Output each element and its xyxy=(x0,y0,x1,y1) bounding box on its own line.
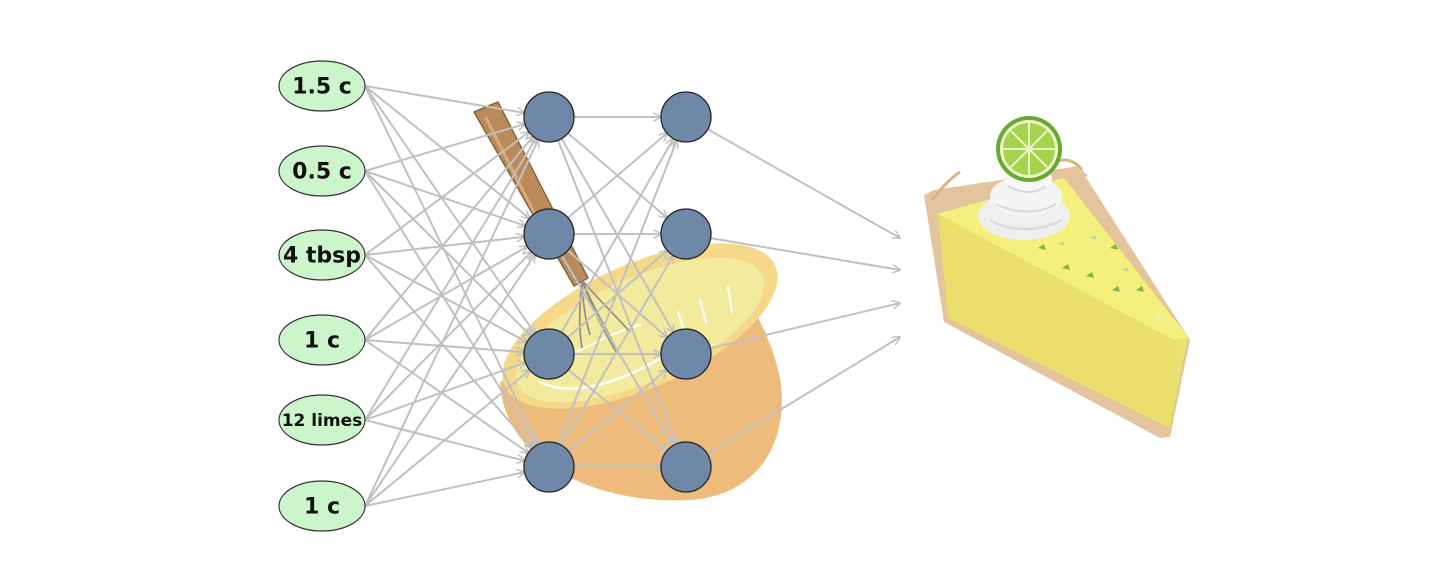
edge-input-5-to-hidden1-2 xyxy=(364,370,530,507)
edge-input-3-to-hidden1-0 xyxy=(364,136,533,341)
edge-input-2-to-hidden1-1 xyxy=(364,237,524,256)
hidden2-node-1 xyxy=(660,208,712,260)
edge-input-4-to-hidden1-1 xyxy=(364,252,531,421)
edge-input-5-to-hidden1-1 xyxy=(364,255,535,507)
edge-input-3-to-hidden1-3 xyxy=(364,339,528,453)
key-lime-pie-icon xyxy=(924,116,1190,438)
input-layer: 1.5 c 0.5 c 4 tbsp 1 c 12 limes 1 c xyxy=(278,60,366,532)
edge-hidden1-2-to-hidden2-0 xyxy=(560,139,674,333)
input-node-2: 4 tbsp xyxy=(278,229,366,281)
edge-input-4-to-hidden1-2 xyxy=(364,362,525,421)
input-label: 1.5 c xyxy=(292,75,352,100)
hidden2-node-3 xyxy=(660,441,712,493)
lime-zest-decoration xyxy=(1038,235,1162,318)
edge-input-2-to-hidden1-2 xyxy=(364,254,527,342)
edge-input-3-to-hidden1-1 xyxy=(364,246,527,341)
input-node-0: 1.5 c xyxy=(278,60,366,112)
edge-input-0-to-hidden1-0 xyxy=(364,85,524,113)
input-node-shape xyxy=(278,229,366,281)
hidden1-node-2 xyxy=(523,328,575,380)
input-label: 1 c xyxy=(304,329,340,354)
hidden1-node-1 xyxy=(523,208,575,260)
input-label: 12 limes xyxy=(282,411,363,431)
hidden1-node-3 xyxy=(523,441,575,493)
edge-input-1-to-hidden1-2 xyxy=(364,170,531,336)
lime-slice-icon xyxy=(996,116,1062,182)
edge-input-3-to-hidden1-2 xyxy=(364,339,524,352)
edge-hidden1-3-to-hidden2-2 xyxy=(567,370,666,452)
input-node-3: 1 c xyxy=(278,314,366,366)
edge-input-2-to-hidden1-3 xyxy=(364,254,533,448)
network-edges xyxy=(364,85,900,507)
edge-hidden2-0-to-output xyxy=(707,128,900,238)
edge-input-1-to-hidden1-1 xyxy=(364,170,525,226)
input-node-1: 0.5 c xyxy=(278,145,366,197)
edge-input-2-to-hidden1-0 xyxy=(364,132,529,256)
edge-input-0-to-hidden1-1 xyxy=(364,85,530,218)
hidden2-node-2 xyxy=(660,328,712,380)
edge-hidden1-3-to-hidden2-0 xyxy=(557,140,677,445)
input-node-shape xyxy=(278,480,366,532)
input-node-shape xyxy=(278,394,366,446)
edge-hidden1-1-to-hidden2-0 xyxy=(567,133,667,219)
hidden2-node-0 xyxy=(660,91,712,143)
input-node-shape xyxy=(278,145,366,197)
edge-hidden2-3-to-output xyxy=(706,337,900,455)
edge-hidden1-3-to-hidden2-1 xyxy=(560,256,674,446)
input-label: 1 c xyxy=(304,495,340,520)
edge-hidden2-1-to-output xyxy=(710,237,900,270)
edge-input-0-to-hidden1-3 xyxy=(364,85,538,444)
edge-input-5-to-hidden1-3 xyxy=(364,472,525,507)
input-label: 0.5 c xyxy=(292,160,352,185)
hidden-layers xyxy=(523,91,712,493)
input-node-4: 12 limes xyxy=(278,394,366,446)
input-label: 4 tbsp xyxy=(283,244,361,269)
edge-hidden2-2-to-output xyxy=(710,303,900,350)
edge-input-1-to-hidden1-3 xyxy=(364,170,536,446)
input-node-shape xyxy=(278,60,366,112)
hidden1-node-0 xyxy=(523,91,575,143)
edge-input-0-to-hidden1-2 xyxy=(364,85,535,333)
edge-input-4-to-hidden1-0 xyxy=(364,138,536,421)
edge-input-5-to-hidden1-0 xyxy=(364,140,538,507)
input-node-shape xyxy=(278,314,366,366)
input-node-5: 1 c xyxy=(278,480,366,532)
edge-input-1-to-hidden1-0 xyxy=(364,124,525,172)
